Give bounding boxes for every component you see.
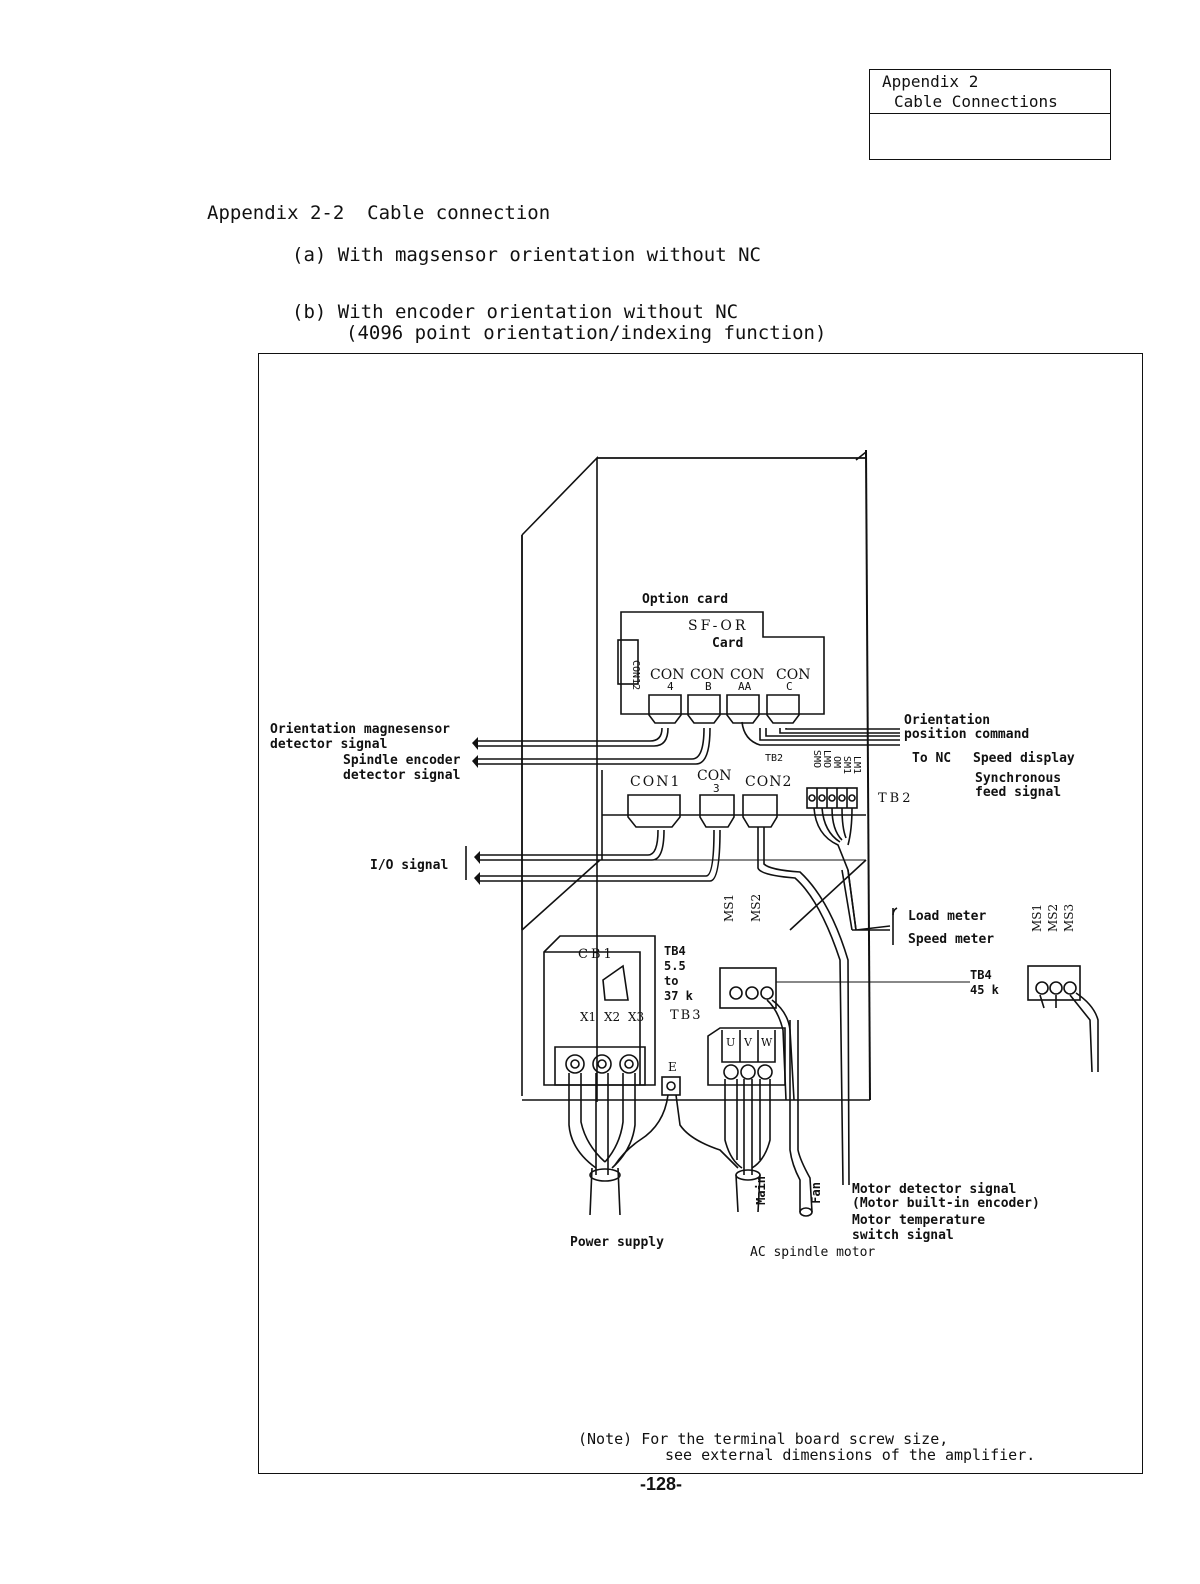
diagram-frame	[258, 353, 1143, 1474]
con4-sub: 4	[667, 680, 674, 693]
conc-sub: C	[786, 680, 793, 693]
io-signal-label: I/O signal	[370, 858, 448, 873]
tb2-terminal-sm1: SM1	[841, 756, 852, 774]
ac-motor-label: AC spindle motor	[750, 1245, 875, 1260]
tb4-45-label-1: TB4	[970, 968, 992, 982]
ms2-right-label: MS2	[1046, 904, 1060, 932]
spindle-enc-label-2: detector signal	[343, 768, 460, 783]
v-terminal-label: V	[743, 1036, 753, 1049]
con12-label: CON12	[630, 660, 641, 690]
x1-label: X1	[580, 1010, 596, 1024]
cb1-label: CB1	[578, 947, 615, 962]
tb3-label: TB3	[670, 1008, 703, 1023]
tb2-terminal-lmo: LMO	[821, 750, 832, 768]
item-b-subheading: (4096 point orientation/indexing functio…	[346, 322, 827, 344]
header-section-label: Cable Connections	[894, 92, 1058, 111]
note-line-2: see external dimensions of the amplifier…	[665, 1446, 1036, 1464]
conb-label: CON	[690, 667, 724, 683]
tb2-small-label: TB2	[765, 753, 783, 764]
orientation-mag-label-1: Orientation magnesensor	[270, 722, 450, 737]
tb4-small-label-2: 5.5	[664, 959, 686, 973]
motor-temp-label-1: Motor temperature	[852, 1213, 985, 1228]
earth-label: E	[668, 1060, 677, 1074]
section-title: Appendix 2-2 Cable connection	[207, 202, 551, 224]
tb4-small-label-1: TB4	[664, 944, 686, 958]
con4-label: CON	[650, 667, 684, 683]
u-terminal-label: U	[726, 1036, 735, 1049]
page-number: -128-	[640, 1474, 683, 1494]
to-nc-label: To NC	[912, 751, 951, 766]
main-label: Main	[754, 1176, 768, 1205]
tb2-terminal-lm1: LM1	[851, 756, 862, 774]
top-connectors	[648, 694, 800, 724]
speed-display-label: Speed display	[973, 751, 1075, 766]
con3-sub: 3	[713, 782, 720, 795]
power-supply-label: Power supply	[570, 1235, 664, 1250]
con3-label: CON	[697, 768, 731, 784]
sync-label-1: Synchronous	[975, 771, 1061, 786]
conc-label: CON	[776, 667, 810, 683]
conb-sub: B	[705, 680, 712, 693]
appendix-header-box: Appendix 2 Cable Connections	[869, 69, 1111, 160]
orientation-pos-label-1: Orientation	[904, 713, 990, 728]
x3-label: X3	[628, 1010, 644, 1024]
ms2-label: MS2	[749, 894, 763, 922]
w-terminal-label: W	[761, 1036, 773, 1049]
tb2-terminal-om: OM	[831, 756, 842, 768]
sync-label-2: feed signal	[975, 785, 1061, 800]
ms1-label: MS1	[722, 894, 736, 922]
con2-label: CON2	[745, 774, 792, 790]
header-appendix-label: Appendix 2	[882, 72, 979, 91]
con1-label: CON1	[630, 774, 681, 790]
tb4-45-label-2: 45 k	[970, 983, 1000, 997]
orientation-pos-label-2: position command	[904, 727, 1029, 742]
item-b-heading: (b) With encoder orientation without NC	[292, 301, 739, 323]
conaa-label: CON	[730, 667, 764, 683]
conaa-sub: AA	[738, 680, 752, 693]
option-card-label: Option card	[642, 592, 728, 607]
spindle-enc-label-1: Spindle encoder	[343, 753, 461, 768]
fan-label: Fan	[809, 1182, 823, 1204]
tb2-label: TB2	[878, 791, 914, 806]
ms3-right-label: MS3	[1062, 904, 1076, 932]
card-word: Card	[712, 636, 743, 651]
x2-label: X2	[604, 1010, 620, 1024]
motor-temp-label-2: switch signal	[852, 1228, 954, 1243]
tb4-small-label-4: 37 k	[664, 989, 694, 1003]
motor-detector-label-1: Motor detector signal	[852, 1182, 1016, 1197]
item-a-heading: (a) With magsensor orientation without N…	[292, 244, 761, 266]
tb2-terminal-smo: SMO	[811, 750, 822, 768]
note-line-1: (Note) For the terminal board screw size…	[578, 1430, 949, 1448]
motor-detector-label-2: (Motor built-in encoder)	[852, 1196, 1040, 1211]
ms1-right-label: MS1	[1030, 904, 1044, 932]
orientation-mag-label-2: detector signal	[270, 737, 387, 752]
tb4-small-label-3: to	[664, 974, 678, 988]
speed-meter-label: Speed meter	[908, 932, 994, 947]
load-meter-label: Load meter	[908, 909, 986, 924]
card-name: SF-OR	[688, 618, 748, 634]
